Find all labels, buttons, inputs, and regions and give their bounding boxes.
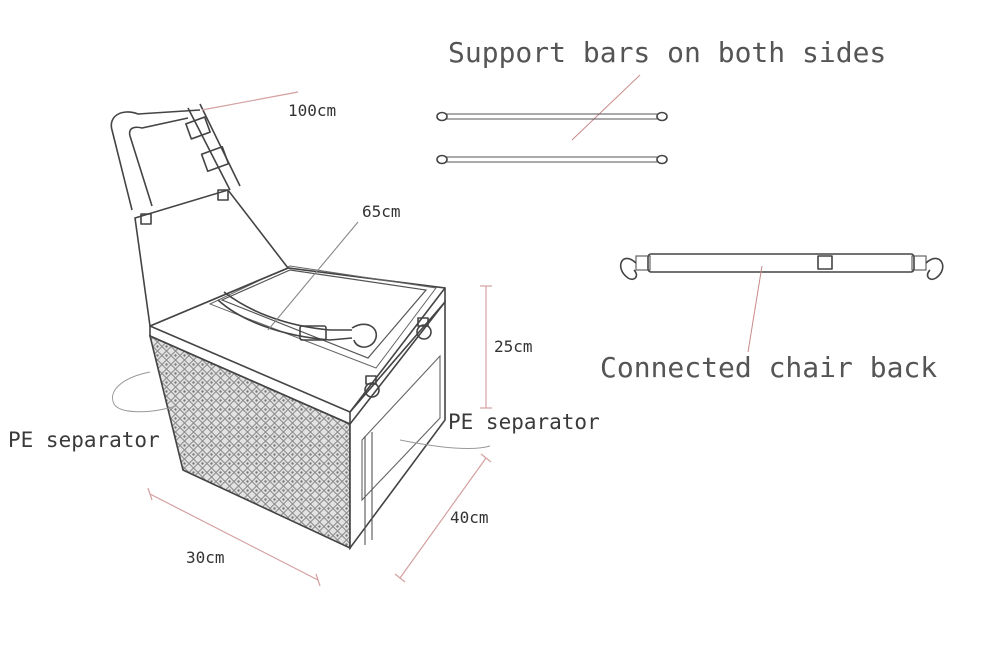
dim-25-label: 25cm — [494, 337, 533, 356]
strap-buckle-icon — [185, 116, 211, 140]
strap-clip-icon — [200, 145, 230, 173]
dim-40-label: 40cm — [450, 508, 489, 527]
support-bars-title: Support bars on both sides — [448, 36, 886, 69]
support-bars-leader — [571, 74, 641, 141]
support-bar-bottom — [436, 154, 668, 165]
mesh-panel — [148, 334, 351, 550]
dim-40-line — [399, 457, 487, 579]
dim-100-line — [201, 91, 299, 111]
chair-back-strap — [619, 253, 944, 281]
side-ring-icon — [364, 382, 380, 398]
pe-left-callout — [112, 371, 177, 413]
top-strap — [110, 109, 201, 211]
dim-65-line — [267, 221, 359, 331]
chair-back-title: Connected chair back — [600, 351, 937, 384]
dim-30-label: 30cm — [186, 548, 225, 567]
support-bar-top — [436, 111, 668, 122]
pe-right-callout — [399, 439, 491, 449]
dim-65-label: 65cm — [362, 202, 401, 221]
backrest — [134, 189, 290, 328]
dim-30-line — [149, 493, 319, 581]
tether-hook-icon — [351, 323, 377, 348]
chair-back-leader — [747, 265, 763, 353]
hook-right-icon — [925, 257, 944, 281]
seat-illustration — [110, 103, 446, 551]
hook-left-icon — [619, 257, 638, 281]
side-ring-icon — [416, 324, 432, 340]
pe-separator-right-label: PE separator — [448, 410, 600, 434]
dim-100-label: 100cm — [288, 101, 336, 120]
pe-separator-left-label: PE separator — [8, 428, 160, 452]
